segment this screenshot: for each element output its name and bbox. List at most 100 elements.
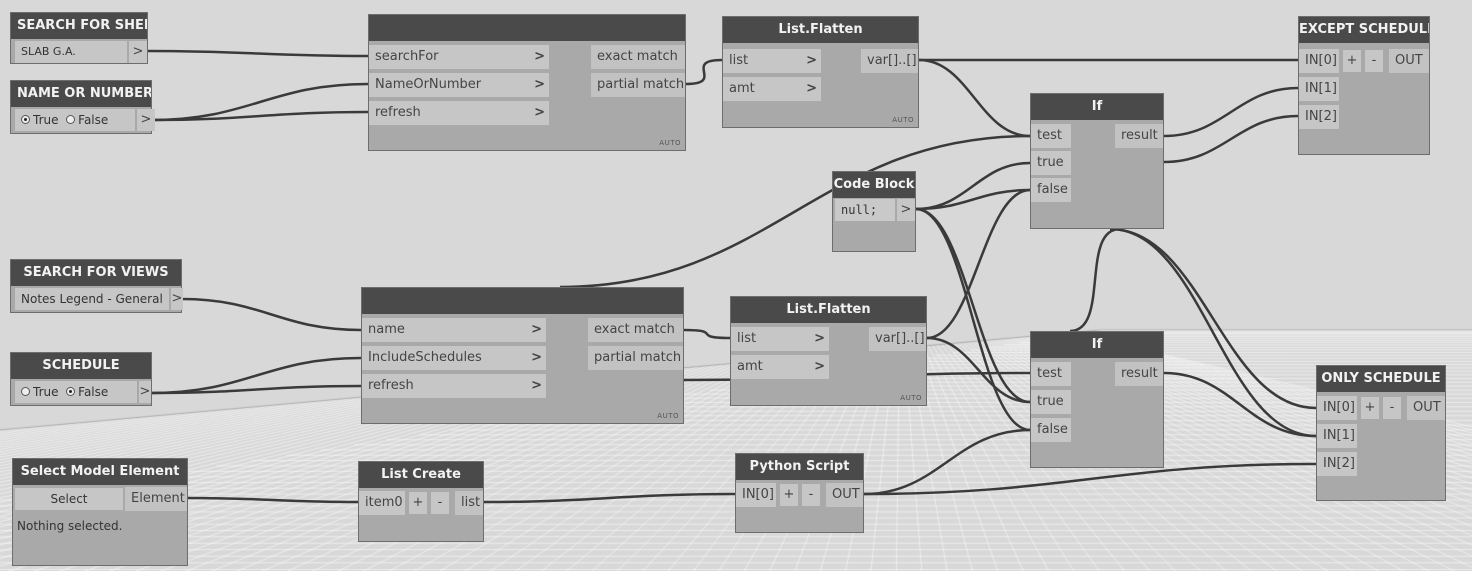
node-schedule[interactable]: SCHEDULE True False >	[10, 352, 152, 406]
radio-icon[interactable]	[66, 387, 76, 396]
option-false[interactable]: False	[78, 113, 109, 127]
chevron-right-icon: >	[531, 378, 542, 393]
input-port-test[interactable]: test	[1031, 124, 1071, 148]
output-port-var[interactable]: var[]..[]	[869, 327, 926, 351]
radio-icon[interactable]	[21, 115, 30, 124]
node-title: NAME OR NUMBER	[11, 81, 151, 107]
input-port-list[interactable]: list >	[723, 49, 821, 73]
add-input-button[interactable]: +	[409, 492, 427, 514]
input-port-in0[interactable]: IN[0]	[1317, 396, 1357, 420]
node-name-or-number[interactable]: NAME OR NUMBER True False >	[10, 80, 155, 134]
node-title	[369, 15, 685, 41]
output-port-list[interactable]: list	[455, 491, 483, 515]
add-input-button[interactable]: +	[1343, 50, 1361, 72]
node-if-bottom[interactable]: If test true false result	[1030, 331, 1164, 468]
output-port-var[interactable]: var[]..[]	[861, 49, 918, 73]
option-true[interactable]: True	[33, 385, 59, 399]
node-list-flatten-bottom[interactable]: List.Flatten list> amt> var[]..[] AUTO	[730, 296, 927, 406]
output-port-partial-match[interactable]: partial match	[588, 346, 683, 370]
node-title: If	[1031, 94, 1163, 120]
selection-status: Nothing selected.	[17, 519, 123, 533]
lacing-label: AUTO	[892, 116, 914, 124]
node-title: Python Script	[736, 454, 863, 480]
node-python-script[interactable]: Python Script IN[0] + - OUT	[735, 453, 864, 533]
input-port-name[interactable]: name >	[362, 318, 546, 342]
output-port-exact-match[interactable]: exact match	[591, 45, 685, 69]
port-label: list	[729, 53, 749, 68]
lacing-label: AUTO	[900, 394, 922, 402]
output-port[interactable]: >	[137, 109, 155, 131]
output-port-out[interactable]: OUT	[1407, 396, 1445, 420]
output-port-out[interactable]: OUT	[1389, 49, 1429, 73]
select-button[interactable]: Select	[15, 488, 123, 510]
output-port-result[interactable]: result	[1115, 124, 1163, 148]
option-true[interactable]: True	[33, 113, 59, 127]
code-editor[interactable]: null;	[835, 199, 895, 221]
node-title: Code Block	[833, 172, 915, 198]
node-title: List Create	[359, 462, 483, 488]
port-label: amt	[737, 359, 763, 374]
port-label: name	[368, 322, 405, 337]
input-port-true[interactable]: true	[1031, 151, 1071, 175]
input-port-nameornumber[interactable]: NameOrNumber>	[369, 73, 549, 97]
input-port-searchfor[interactable]: searchFor>	[369, 45, 549, 69]
chevron-right-icon: >	[806, 53, 817, 68]
output-port-result[interactable]: result	[1115, 362, 1163, 386]
input-port-in1[interactable]: IN[1]	[1299, 77, 1339, 101]
add-input-button[interactable]: +	[1361, 397, 1379, 419]
input-port-in2[interactable]: IN[2]	[1299, 105, 1339, 129]
remove-input-button[interactable]: -	[1365, 50, 1383, 72]
add-input-button[interactable]: +	[780, 484, 798, 506]
output-port[interactable]: >	[171, 288, 183, 310]
remove-input-button[interactable]: -	[431, 492, 449, 514]
input-port-in0[interactable]: IN[0]	[1299, 49, 1339, 73]
node-search-for-views[interactable]: SEARCH FOR VIEWS Notes Legend - General …	[10, 259, 183, 313]
input-port-includeschedules[interactable]: IncludeSchedules>	[362, 346, 546, 370]
string-input[interactable]: SLAB G.A.	[15, 41, 127, 63]
node-search-for-sheet[interactable]: SEARCH FOR SHEET SLAB G.A. >	[10, 12, 148, 64]
node-only-schedule[interactable]: ONLY SCHEDULE IN[0] + - OUT IN[1] IN[2]	[1316, 365, 1446, 501]
input-port-amt[interactable]: amt>	[723, 77, 821, 101]
node-view-search[interactable]: name > IncludeSchedules> refresh> exact m…	[361, 287, 684, 424]
node-sheet-search[interactable]: searchFor> NameOrNumber> refresh> exact …	[368, 14, 686, 151]
chevron-right-icon: >	[531, 350, 542, 365]
output-port[interactable]: >	[129, 41, 147, 63]
node-select-model-element[interactable]: Select Model Element Select Element Noth…	[12, 458, 188, 566]
input-port-refresh[interactable]: refresh>	[362, 374, 546, 398]
output-port-element[interactable]: Element	[125, 487, 187, 511]
remove-input-button[interactable]: -	[802, 484, 820, 506]
output-port-partial-match[interactable]: partial match	[591, 73, 685, 97]
input-port-amt[interactable]: amt >	[731, 355, 829, 379]
input-port-test[interactable]: test	[1031, 362, 1071, 386]
input-port-item0[interactable]: item0	[359, 491, 405, 515]
input-port-refresh[interactable]: refresh>	[369, 101, 549, 125]
output-port-out[interactable]: OUT	[826, 483, 863, 507]
chevron-right-icon: >	[534, 77, 545, 92]
output-port[interactable]: >	[139, 381, 151, 403]
input-port-in0[interactable]: IN[0]	[736, 483, 776, 507]
radio-icon[interactable]	[66, 115, 76, 124]
remove-input-button[interactable]: -	[1383, 397, 1401, 419]
node-list-flatten-top[interactable]: List.Flatten list> amt> var[]..[] AUTO	[722, 16, 919, 128]
port-label: amt	[729, 81, 755, 96]
node-if-top[interactable]: If test true false result	[1030, 93, 1164, 229]
input-port-false[interactable]: false	[1031, 178, 1071, 202]
input-port-true[interactable]: true	[1031, 390, 1071, 414]
radio-icon[interactable]	[21, 387, 30, 396]
output-port-exact-match[interactable]: exact match	[588, 318, 683, 342]
node-list-create[interactable]: List Create item0 + - list	[358, 461, 484, 542]
chevron-right-icon: >	[534, 49, 545, 64]
lacing-label: AUTO	[657, 412, 679, 420]
option-false[interactable]: False	[78, 385, 109, 399]
node-except-schedule[interactable]: EXCEPT SCHEDULE IN[0] + - OUT IN[1] IN[2…	[1298, 16, 1430, 155]
chevron-right-icon: >	[814, 359, 825, 374]
node-code-block[interactable]: Code Block null; >	[832, 171, 916, 252]
input-port-in2[interactable]: IN[2]	[1317, 452, 1357, 476]
input-port-in1[interactable]: IN[1]	[1317, 424, 1357, 448]
input-port-list[interactable]: list>	[731, 327, 829, 351]
output-port[interactable]: >	[897, 199, 915, 221]
input-port-false[interactable]: false	[1031, 418, 1071, 442]
string-input[interactable]: Notes Legend - General	[15, 288, 169, 310]
chevron-right-icon: >	[531, 322, 542, 337]
